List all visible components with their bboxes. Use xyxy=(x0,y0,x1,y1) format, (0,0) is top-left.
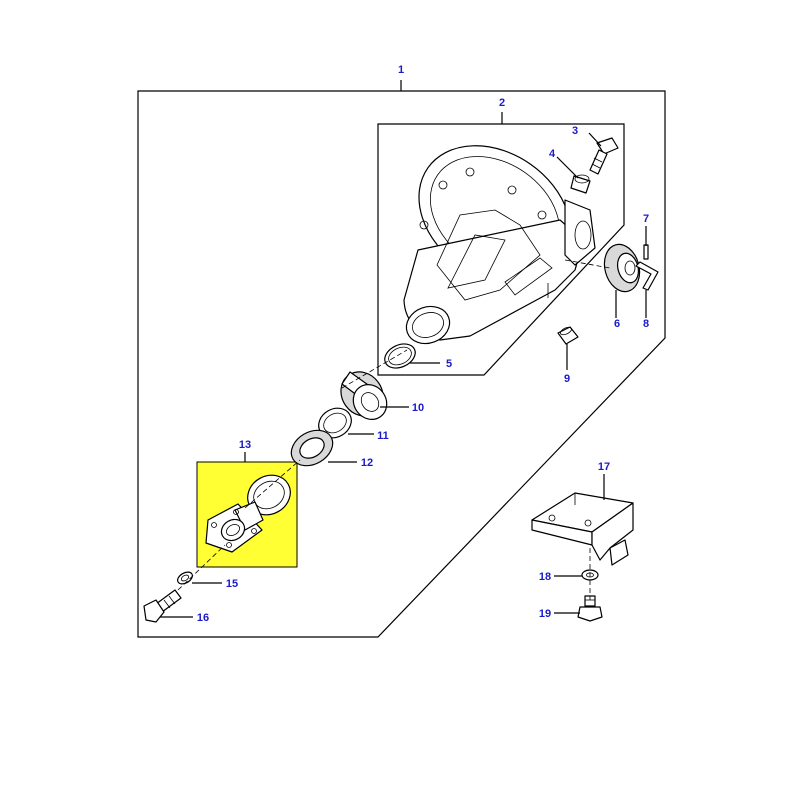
callout-13[interactable]: 13 xyxy=(239,439,251,451)
callout-1[interactable]: 1 xyxy=(398,64,404,76)
o-ring-5[interactable] xyxy=(381,339,419,372)
washer-15[interactable] xyxy=(176,570,195,587)
callout-9[interactable]: 9 xyxy=(564,373,570,385)
callout-19[interactable]: 19 xyxy=(539,608,551,620)
bolt-19[interactable] xyxy=(577,595,603,622)
bolt-3[interactable] xyxy=(589,137,619,175)
callout-17[interactable]: 17 xyxy=(598,461,610,473)
axis-line-a xyxy=(341,349,408,389)
assembly-outline xyxy=(137,90,666,638)
flange-13[interactable] xyxy=(205,501,264,553)
callout-4[interactable]: 4 xyxy=(549,148,556,160)
bush-9[interactable] xyxy=(557,326,579,345)
callout-3[interactable]: 3 xyxy=(572,125,578,137)
clip-8[interactable] xyxy=(635,261,659,291)
bolt-16[interactable] xyxy=(143,589,182,623)
callout-2[interactable]: 2 xyxy=(499,97,505,109)
callout-8[interactable]: 8 xyxy=(643,318,649,330)
sleeve-4[interactable] xyxy=(570,174,591,194)
callout-6[interactable]: 6 xyxy=(614,318,620,330)
differential-housing[interactable] xyxy=(392,117,597,349)
leader-4 xyxy=(556,156,579,179)
axis-line-c xyxy=(244,459,301,509)
callout-12[interactable]: 12 xyxy=(361,457,373,469)
bracket-17[interactable] xyxy=(531,492,634,566)
callout-5[interactable]: 5 xyxy=(446,358,452,370)
callout-18[interactable]: 18 xyxy=(539,571,551,583)
callout-11[interactable]: 11 xyxy=(377,430,389,442)
callout-15[interactable]: 15 xyxy=(226,578,238,590)
leader-3 xyxy=(588,132,602,147)
callout-10[interactable]: 10 xyxy=(412,402,424,414)
pin-7[interactable] xyxy=(643,244,649,260)
axis-line-b xyxy=(177,544,226,591)
bearing-10[interactable] xyxy=(332,364,393,426)
gear-6[interactable] xyxy=(599,240,644,295)
subassembly-outline xyxy=(377,123,625,376)
seal-12[interactable] xyxy=(285,423,339,473)
callout-16[interactable]: 16 xyxy=(197,612,209,624)
callout-7[interactable]: 7 xyxy=(643,213,649,225)
